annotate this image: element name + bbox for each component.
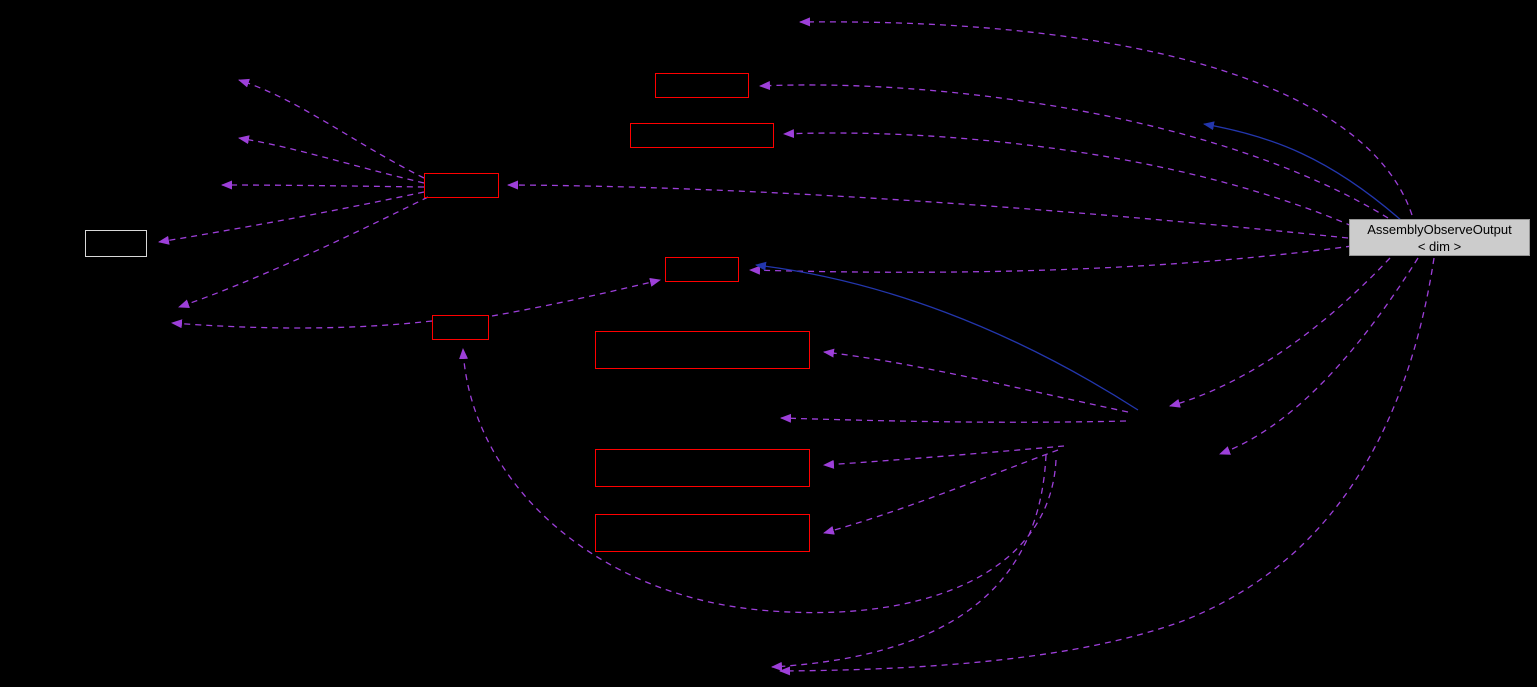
main-node-label-line1: AssemblyObserveOutput: [1367, 222, 1512, 237]
node-red-small-lower[interactable]: [432, 315, 489, 340]
node-red-top-wide[interactable]: [630, 123, 774, 148]
node-red-top-small[interactable]: [655, 73, 749, 98]
edge-fan-2: [238, 135, 425, 184]
edge-main-to-top-wide: [783, 129, 1353, 227]
edge-main-to-hub-lower: [1219, 257, 1419, 455]
edge-fan-3: [221, 180, 425, 190]
edge-main-to-mid-left: [507, 180, 1349, 239]
node-light-left[interactable]: [85, 230, 147, 257]
node-red-mid-left[interactable]: [424, 173, 499, 198]
edge-hub-to-wide-3: [823, 449, 1059, 535]
edge-main-to-top: [799, 17, 1413, 216]
edge-small-left: [171, 319, 433, 329]
edge-fan-5: [178, 196, 429, 309]
edge-hub-to-wide-2: [823, 445, 1065, 469]
node-red-wide-2[interactable]: [595, 449, 810, 487]
main-node-label-line2: < dim >: [1417, 239, 1462, 254]
main-node-assembly-observe-output: AssemblyObserveOutput < dim >: [1349, 219, 1530, 256]
edge-solid-upper: [1203, 121, 1403, 222]
edge-hub-to-bottom: [771, 454, 1047, 671]
node-red-wide-1[interactable]: [595, 331, 810, 369]
edge-main-to-bottom: [779, 257, 1435, 676]
edge-solid-to-center: [755, 261, 1139, 411]
edge-hub-to-wide-1: [823, 348, 1129, 413]
edge-hub-to-small: [459, 348, 1057, 614]
edge-fan-4: [158, 191, 425, 245]
node-red-center[interactable]: [665, 257, 739, 282]
edge-fan-1: [238, 78, 425, 179]
edge-hub-mid: [780, 413, 1127, 423]
edge-main-to-hub-upper: [1169, 257, 1391, 408]
node-red-wide-3[interactable]: [595, 514, 810, 552]
